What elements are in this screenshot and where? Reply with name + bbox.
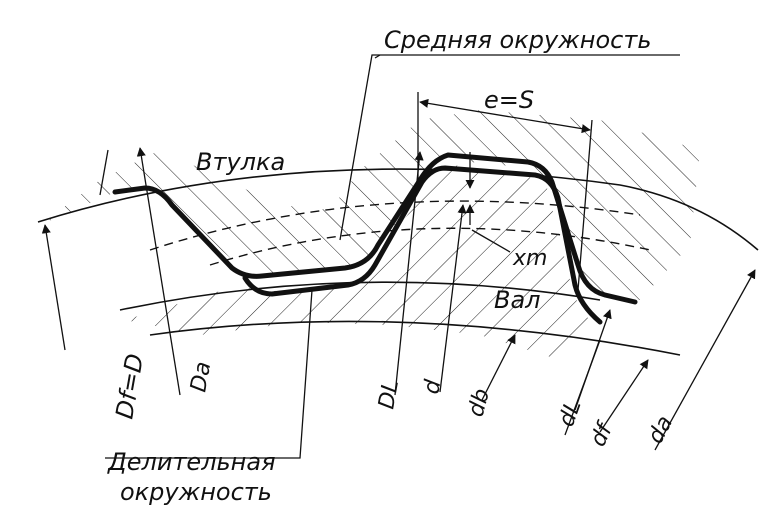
- e-s-ext-right: [577, 119, 593, 291]
- xm-leader: [471, 229, 511, 253]
- label-xm: xm: [512, 246, 547, 271]
- dim-df-line: [599, 359, 649, 433]
- label-e-equals-s: e=S: [484, 86, 534, 114]
- label-sleeve: Втулка: [196, 148, 285, 176]
- middle-circle-leader: [339, 54, 680, 241]
- label-Da: Da: [186, 360, 216, 394]
- dim-Da-line: [136, 147, 181, 396]
- label-pitch-circle-line1: Делительная: [107, 448, 276, 476]
- label-db: db: [464, 386, 495, 419]
- label-df: df: [586, 417, 619, 450]
- dim-dL-ext: [564, 339, 601, 436]
- pitch-circle-leader: [105, 289, 313, 459]
- label-d: d: [419, 377, 446, 396]
- label-DL: DL: [374, 378, 404, 411]
- dim-da-line: [654, 269, 756, 451]
- dim-Df-D-line: [41, 224, 66, 351]
- shaft-profile: [242, 165, 603, 325]
- root-circle-arc: [149, 320, 681, 356]
- middle-circle-dashed-arc: [149, 200, 641, 251]
- dim-db-line: [481, 334, 516, 401]
- label-shaft: Вал: [494, 286, 541, 314]
- e-s-dimension-line: [419, 98, 591, 134]
- shaft-hatch: [125, 165, 600, 360]
- dim-DL-line: [394, 151, 424, 396]
- dim-aux-left: [99, 149, 109, 196]
- label-pitch-circle-line2: окружность: [120, 478, 272, 506]
- label-middle-circle: Средняя окружность: [384, 26, 651, 54]
- sleeve-profile: [112, 152, 638, 305]
- label-dL: dL: [554, 397, 586, 430]
- dim-d-line: [439, 204, 467, 393]
- label-Df-D: Df=D: [110, 352, 149, 421]
- pitch-circle-dashed-arc: [209, 227, 651, 266]
